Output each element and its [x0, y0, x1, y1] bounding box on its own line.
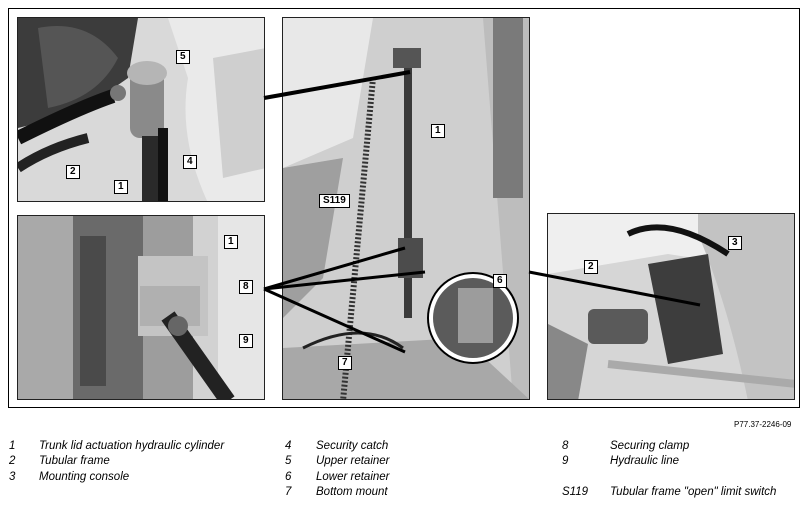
legend-number: 6 — [285, 471, 292, 483]
callout-2: 2 — [584, 260, 598, 274]
callout-2: 2 — [66, 165, 80, 179]
legend-text: Securing clamp — [610, 440, 690, 452]
callout-s119: S119 — [319, 194, 350, 208]
callout-8: 8 — [239, 280, 253, 294]
photo-securing-clamp-art — [18, 216, 264, 399]
photo-mounting-console-art — [548, 214, 794, 399]
legend-number: S119 — [562, 486, 589, 498]
legend-number: 9 — [562, 455, 569, 467]
callout-6: 6 — [493, 274, 507, 288]
callout-1: 1 — [431, 124, 445, 138]
legend-text: Upper retainer — [316, 455, 390, 467]
callout-4: 4 — [183, 155, 197, 169]
legend-text: Hydraulic line — [610, 455, 680, 467]
legend-number: 3 — [9, 471, 16, 483]
legend-number: 2 — [9, 455, 16, 467]
legend-number: 4 — [285, 440, 292, 452]
legend-number: 5 — [285, 455, 292, 467]
photo-securing-clamp: 1 8 9 — [17, 215, 265, 400]
figure-reference: P77.37-2246-09 — [734, 420, 792, 429]
callout-1: 1 — [224, 235, 238, 249]
legend-text: Tubular frame — [39, 455, 110, 467]
photo-upper-retainer: 5 2 4 1 — [17, 17, 265, 202]
legend-number: 7 — [285, 486, 292, 498]
legend-number: 8 — [562, 440, 569, 452]
legend-number: 1 — [9, 440, 16, 452]
legend-text: Mounting console — [39, 471, 130, 483]
legend-text: Trunk lid actuation hydraulic cylinder — [39, 440, 225, 452]
legend-text: Bottom mount — [316, 486, 388, 498]
photo-cylinder-overview-art — [283, 18, 529, 399]
photo-mounting-console: 2 3 — [547, 213, 795, 400]
callout-1: 1 — [114, 180, 128, 194]
callout-7: 7 — [338, 356, 352, 370]
callout-9: 9 — [239, 334, 253, 348]
legend-text: Security catch — [316, 440, 389, 452]
callout-5: 5 — [176, 50, 190, 64]
legend-text: Lower retainer — [316, 471, 390, 483]
photo-cylinder-overview: 1 S119 6 7 — [282, 17, 530, 400]
photo-upper-retainer-art — [18, 18, 264, 201]
callout-3: 3 — [728, 236, 742, 250]
legend-text: Tubular frame "open" limit switch — [610, 486, 777, 498]
